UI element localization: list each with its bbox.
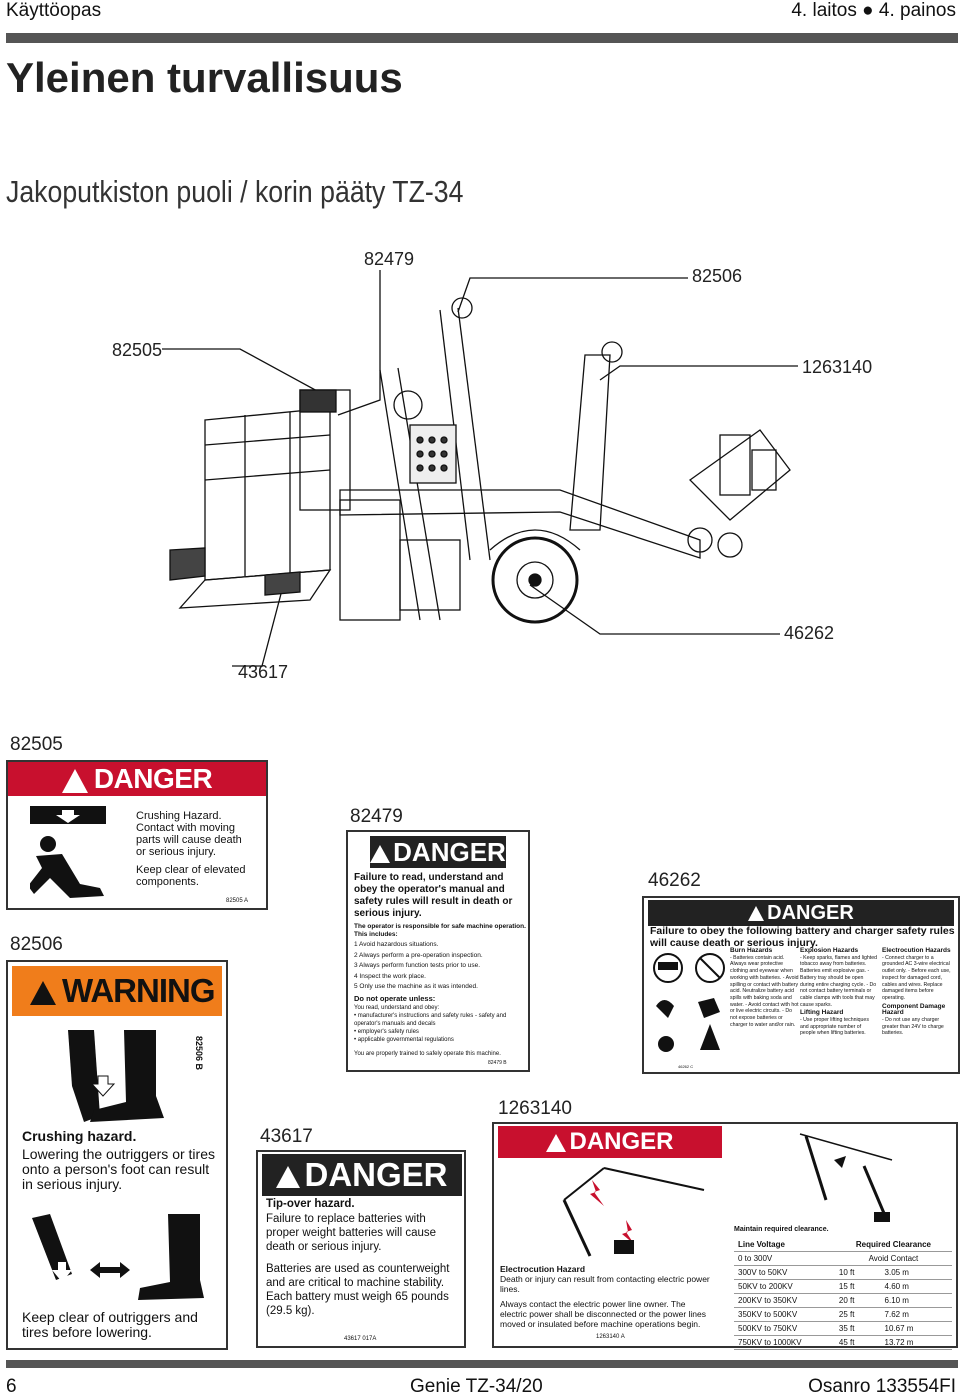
machine-illustration	[162, 270, 798, 667]
keep-clear-pictogram-icon	[32, 1214, 204, 1300]
decal-1263140-code: 1263140 A	[596, 1334, 625, 1340]
header-rule	[6, 33, 958, 43]
decal-label-46262: 46262	[648, 870, 701, 891]
callout-82505: 82505	[112, 340, 163, 360]
decal-82505-code: 82505 A	[226, 898, 249, 904]
decal-82506-text2: Lowering the outriggers or tires onto a …	[22, 1146, 215, 1192]
decal-82479-items: 1 Avoid hazardous situations. 2 Always p…	[354, 941, 483, 990]
decal-43617-t3: Batteries are used as counterweight and …	[266, 1263, 450, 1317]
decal-label-1263140: 1263140	[498, 1098, 572, 1119]
decal-82506-header: WARNING	[12, 966, 222, 1016]
footer-rule	[6, 1360, 958, 1368]
decal-46262-lead: Failure to obey the following battery an…	[650, 925, 955, 949]
powerline-contact-pictogram-icon	[562, 1167, 705, 1257]
decal-82506-text1: Crushing hazard.	[22, 1128, 137, 1144]
callout-43617: 43617	[238, 662, 289, 682]
warning-triangle-icon	[370, 845, 391, 864]
edition-label: 4. laitos ● 4. painos	[791, 0, 956, 21]
decal-82479-header: DANGER	[370, 836, 506, 868]
decal-43617-code: 43617 017A	[344, 1336, 377, 1342]
decal-1263140-text: Electrocution Hazard Death or injury can…	[500, 1264, 710, 1329]
warning-triangle-icon	[61, 768, 88, 793]
foot-crush-pictogram-icon	[68, 1030, 164, 1122]
decal-82505: DANGER Crushing Hazard. Contact with mov…	[6, 760, 268, 910]
decal-label-82505: 82505	[10, 734, 63, 755]
decal-82505-header: DANGER	[8, 762, 266, 796]
decal-82479-resp: The operator is responsible for safe mac…	[354, 923, 526, 938]
decal-43617-header: DANGER	[262, 1154, 462, 1196]
decal-82506: WARNING 82506 B Crushing hazard. Lowerin…	[6, 960, 228, 1350]
decal-1263140-header: DANGER	[498, 1126, 722, 1158]
model-name: Genie TZ-34/20	[410, 1376, 543, 1397]
decal-82479-trained: You are properly trained to safely opera…	[354, 1051, 501, 1057]
decal-43617: DANGER Tip-over hazard. Failure to repla…	[256, 1150, 466, 1348]
decal-82479-lead: Failure to read, understand and obey the…	[354, 872, 513, 919]
decal-82506-text3: Keep clear of outriggers and tires befor…	[22, 1309, 198, 1340]
decal-82506-code: 82506 B	[194, 1036, 204, 1071]
decal-46262-header: DANGER	[648, 900, 954, 926]
decal-82479-dont: Do not operate unless:	[354, 994, 436, 1003]
decal-43617-t1: Tip-over hazard.	[266, 1198, 355, 1210]
decal-82479-obey: You read, understand and obey: • manufac…	[354, 1005, 507, 1043]
callout-1263140: 1263140	[802, 357, 873, 377]
page-title: Yleinen turvallisuus	[6, 54, 403, 101]
decal-82479: DANGER Failure to read, understand and o…	[346, 830, 530, 1072]
decal-43617-t2: Failure to replace batteries with proper…	[266, 1213, 437, 1253]
decal-46262-code: 46262 C	[678, 1064, 694, 1069]
decal-82479-code: 82479 B	[488, 1060, 507, 1066]
manual-title: Käyttöopas	[6, 0, 102, 21]
decal-1263140: DANGER Electrocution Hazard Death or inj…	[492, 1122, 958, 1350]
decal-46262-electrocution: Electrocution Hazards - Connect charger …	[882, 947, 951, 1037]
decal-46262-burn: Burn Hazards - Batteries contain acid. A…	[730, 947, 799, 1028]
decal-82505-text: Crushing Hazard. Contact with moving par…	[136, 810, 246, 888]
callout-46262: 46262	[784, 623, 835, 643]
decal-label-43617: 43617	[260, 1126, 313, 1147]
page-number: 6	[6, 1376, 17, 1397]
callout-82479: 82479	[364, 249, 415, 269]
section-title: Jakoputkiston puoli / korin pääty TZ-34	[6, 174, 464, 209]
callout-82506: 82506	[692, 266, 743, 286]
warning-triangle-icon	[546, 1133, 567, 1152]
decal-label-82479: 82479	[350, 806, 403, 827]
clearance-table-title: Maintain required clearance.	[734, 1226, 829, 1233]
warning-triangle-icon	[30, 981, 56, 1006]
clearance-table-header: Line Voltage Required Clearance	[734, 1238, 952, 1252]
decal-label-82506: 82506	[10, 934, 63, 955]
decal-46262: DANGER Failure to obey the following bat…	[642, 896, 960, 1074]
warning-triangle-icon	[276, 1166, 301, 1189]
battery-hazard-pictograms-icon	[653, 953, 725, 1052]
crushing-pictogram-icon	[30, 806, 106, 898]
decal-46262-explosion: Explosion Hazards - Keep sparks, flames …	[800, 947, 877, 1037]
clearance-table: Line Voltage Required Clearance 0 to 300…	[734, 1238, 952, 1350]
clearance-pictogram-icon	[799, 1133, 893, 1222]
part-number: Osanro 133554FI	[808, 1376, 956, 1397]
warning-triangle-icon	[748, 906, 765, 922]
